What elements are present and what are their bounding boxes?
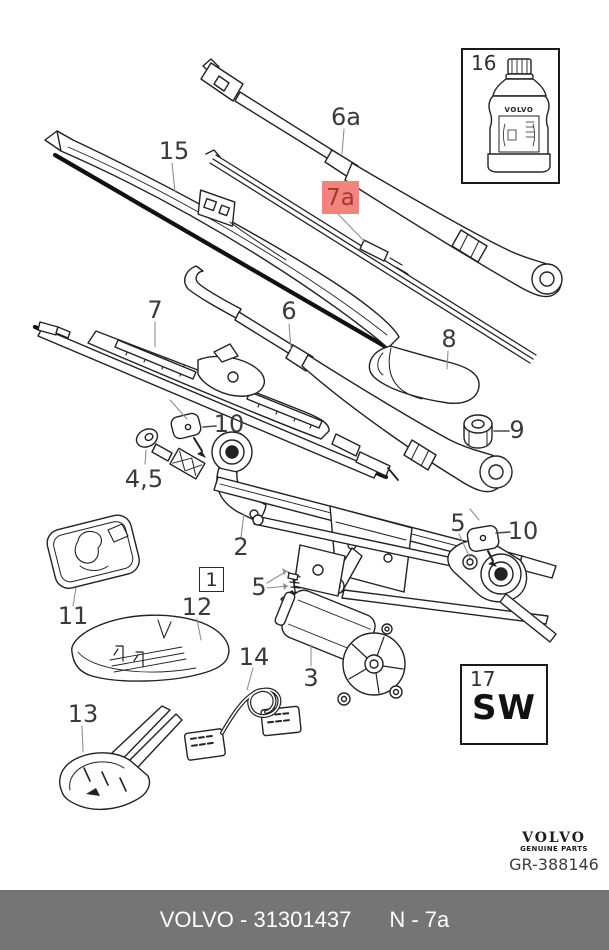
callout-1-boxed[interactable]: 1 bbox=[199, 567, 224, 592]
harness-14-art bbox=[183, 687, 302, 761]
nut-9-art bbox=[463, 414, 493, 449]
wiper-arm-6a-art bbox=[200, 58, 563, 298]
kit-box-number[interactable]: 16 bbox=[471, 51, 497, 75]
callout-9[interactable]: 9 bbox=[509, 416, 525, 444]
cap-13-art bbox=[59, 705, 183, 811]
callout-3[interactable]: 3 bbox=[303, 664, 319, 692]
callout-13[interactable]: 13 bbox=[67, 700, 99, 728]
volvo-genuine-parts-logo: VOLVO GENUINE PARTS GR-388146 bbox=[504, 831, 604, 873]
callout-8[interactable]: 8 bbox=[441, 325, 457, 353]
pivot-right-art bbox=[447, 524, 557, 643]
washer-fluid-bottle-art bbox=[487, 58, 551, 173]
wiper-arm-6-art bbox=[184, 265, 513, 493]
callout-7[interactable]: 7 bbox=[147, 296, 163, 324]
panel-12-art bbox=[71, 614, 230, 682]
bottle-brand-label: VOLVO bbox=[504, 106, 534, 114]
callout-5-left[interactable]: 5 bbox=[251, 573, 267, 601]
footer-bar: VOLVO - 31301437 N - 7a bbox=[0, 890, 609, 950]
footer-part-number: VOLVO - 31301437 bbox=[159, 907, 352, 932]
callout-2[interactable]: 2 bbox=[233, 533, 249, 561]
doc-reference-number: GR-388146 bbox=[509, 855, 599, 874]
arm-cover-8-art bbox=[368, 345, 480, 405]
callout-12[interactable]: 12 bbox=[181, 593, 213, 621]
callout-leader-lines bbox=[72, 128, 480, 753]
callout-10-left[interactable]: 10 bbox=[213, 410, 245, 438]
callout-14[interactable]: 14 bbox=[238, 643, 270, 671]
wiper-motor-3-art bbox=[274, 589, 406, 706]
callout-dashes bbox=[202, 425, 511, 534]
cover-11-art bbox=[46, 514, 140, 589]
sw-code-label: SW bbox=[472, 688, 536, 728]
blade-refill-7a-art bbox=[205, 149, 537, 364]
callout-6a[interactable]: 6a bbox=[331, 103, 361, 131]
wiper-blade-15-art bbox=[44, 130, 401, 357]
callout-5-right[interactable]: 5 bbox=[450, 509, 466, 537]
footer-page-ref: N - 7a bbox=[389, 907, 450, 932]
callout-10-right[interactable]: 10 bbox=[507, 517, 539, 545]
wiper-blade-7-art bbox=[32, 321, 399, 481]
callout-4-5[interactable]: 4,5 bbox=[124, 465, 164, 493]
callout-11[interactable]: 11 bbox=[57, 602, 89, 630]
callout-6[interactable]: 6 bbox=[281, 297, 297, 325]
callout-15[interactable]: 15 bbox=[158, 137, 190, 165]
sw-box-17: 17 SW bbox=[460, 664, 548, 745]
genuine-parts-tagline: GENUINE PARTS bbox=[520, 845, 588, 853]
volvo-wordmark: VOLVO bbox=[522, 830, 586, 846]
callout-7a-highlighted[interactable]: 7a bbox=[322, 181, 359, 214]
sw-box-number[interactable]: 17 bbox=[470, 667, 496, 691]
